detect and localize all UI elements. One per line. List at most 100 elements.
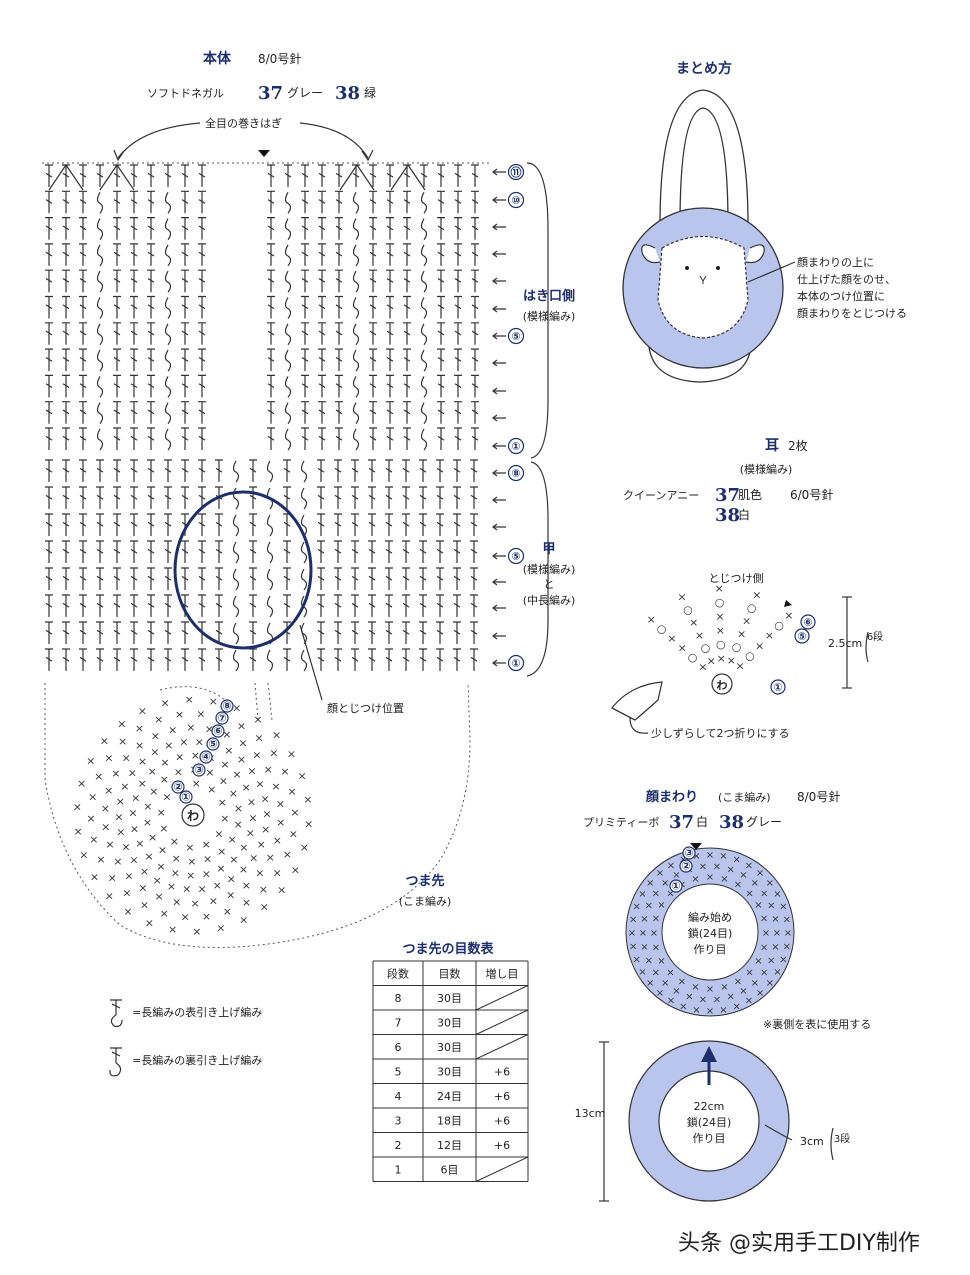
row-arrow xyxy=(492,387,506,395)
stitch-dc xyxy=(454,190,462,214)
face-ring-stitch: × xyxy=(656,868,664,879)
stitch-dc xyxy=(335,243,343,266)
stitch-sc: × xyxy=(297,770,306,783)
stitch-dc xyxy=(147,427,155,450)
face-ring-stitch: × xyxy=(657,900,665,911)
stitch-sc: × xyxy=(247,796,256,809)
stitch-dc xyxy=(130,243,138,266)
stitch-dc xyxy=(335,322,343,345)
stitch-dc xyxy=(45,427,53,450)
face-ring-stitch: × xyxy=(719,851,727,862)
stitch-post xyxy=(352,244,360,267)
face-ring-center-3: 作り目 xyxy=(694,943,727,956)
stitch-dc xyxy=(96,164,104,187)
stitch-dc xyxy=(471,322,479,345)
stitch-dc xyxy=(301,322,309,345)
stitch-dc xyxy=(181,243,189,266)
stitch-sc: × xyxy=(289,827,298,840)
stitch-sc: × xyxy=(190,897,199,910)
stitch-sc: × xyxy=(253,713,262,726)
face-ring-stitch: × xyxy=(657,956,665,967)
face-ring-stitch: × xyxy=(720,874,728,885)
stitch-dc xyxy=(147,513,155,536)
face-ring-stitch: × xyxy=(672,870,680,881)
ear-stitch: × xyxy=(784,609,793,622)
stitch-dc xyxy=(369,427,377,450)
stitch-post xyxy=(96,192,104,214)
stitch-dc xyxy=(62,217,70,240)
stitch-dc xyxy=(454,217,462,240)
stitch-dc xyxy=(113,427,121,450)
ear-start-marker xyxy=(784,600,792,607)
table-cell: 7 xyxy=(395,1017,402,1030)
stitch-dc xyxy=(335,217,343,240)
stitch-dc xyxy=(181,459,189,482)
join-arrow-right xyxy=(299,122,369,159)
stitch-dc xyxy=(419,513,427,536)
ear-height: 2.5cm xyxy=(828,637,862,650)
stitch-sc: × xyxy=(262,808,271,821)
stitch-dc xyxy=(334,459,342,482)
stitch-dc xyxy=(181,648,189,671)
stitch-dc xyxy=(45,374,53,398)
stitch-sc: × xyxy=(300,841,309,854)
stitch-dc xyxy=(181,486,189,509)
face-ring-stitch: × xyxy=(699,861,707,872)
stitch-dc xyxy=(301,401,309,424)
stitch-dc xyxy=(318,243,326,266)
face-ring-stitch: × xyxy=(661,978,669,989)
table-cell: 30目 xyxy=(437,992,462,1005)
face-ring-stitch: × xyxy=(706,872,714,883)
stitch-dc xyxy=(198,594,206,617)
stitch-dc xyxy=(267,217,275,240)
stitch-dc xyxy=(62,322,70,345)
ear-stitch: ○ xyxy=(657,623,667,636)
table-diagonal xyxy=(475,985,529,1011)
face-ring-stitch: × xyxy=(691,982,699,993)
stitch-sc: × xyxy=(216,922,225,935)
face-ring-color-a-num: 37 xyxy=(669,812,694,833)
stitch-sc: × xyxy=(154,713,163,726)
stitch-dc xyxy=(215,540,223,563)
stitch-sc: × xyxy=(175,751,184,764)
stitch-dc xyxy=(385,621,393,644)
stitch-post xyxy=(164,402,172,425)
stitch-dc xyxy=(130,374,138,398)
stitch-sc: × xyxy=(131,791,140,804)
stitch-dc xyxy=(147,594,155,617)
row-arrow xyxy=(492,223,506,231)
face-ring-stitch: × xyxy=(652,914,660,925)
row-label-1-bottom-text: ① xyxy=(511,657,520,670)
stitch-dc xyxy=(267,295,275,319)
stitch-dc xyxy=(471,427,479,450)
stitch-dc xyxy=(453,540,461,563)
table-cell: 8 xyxy=(395,992,402,1005)
row-label-5-top-text: ⑤ xyxy=(511,330,520,343)
stitch-dc xyxy=(198,648,206,671)
stitch-dc xyxy=(301,348,309,372)
face-ring-stitch: × xyxy=(633,901,641,912)
stitch-sc: × xyxy=(101,820,110,833)
face-ring-stitch: × xyxy=(650,928,658,939)
table-cell: +6 xyxy=(494,1139,510,1152)
stitch-dc xyxy=(113,486,121,509)
stitch-dc xyxy=(385,459,393,482)
ear-stitch: × xyxy=(716,624,725,637)
stitch-sc: × xyxy=(257,838,266,851)
stitch-dc xyxy=(45,217,53,240)
stitch-dc xyxy=(334,648,342,671)
stitch-sc: × xyxy=(105,838,114,851)
instep-label: 甲 xyxy=(542,542,555,557)
table-cell: 5 xyxy=(395,1066,402,1079)
stitch-dc xyxy=(198,567,206,590)
stitch-post xyxy=(266,460,274,483)
face-ring-stitch: × xyxy=(779,901,787,912)
stitch-dc xyxy=(369,269,377,293)
stitch-dc xyxy=(402,513,410,536)
stitch-dc xyxy=(45,401,53,424)
stitch-dc xyxy=(318,401,326,424)
stitch-dc xyxy=(386,374,394,398)
stitch-dc xyxy=(318,295,326,319)
face-ring-back-note: ※裏側を表に使用する xyxy=(763,1017,871,1031)
stitch-post xyxy=(164,428,172,451)
